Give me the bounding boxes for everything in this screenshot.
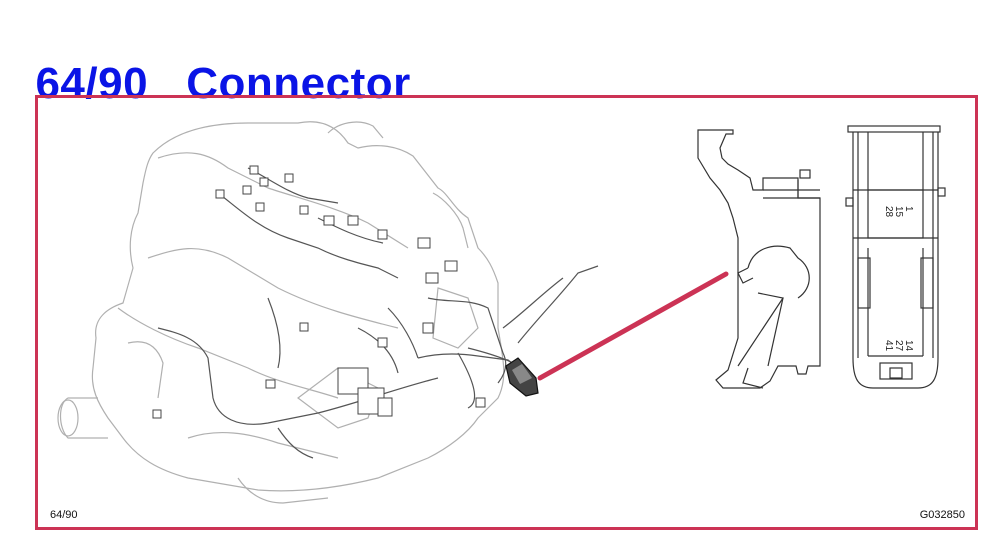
page-title: 64/90 Connector xyxy=(10,6,411,110)
connector-code: 64/90 xyxy=(35,59,149,108)
pin-label-15: 15 xyxy=(893,206,904,218)
diagram-caption-left: 64/90 xyxy=(50,509,78,521)
pin-label-27: 27 xyxy=(893,340,904,352)
pin-label-41: 41 xyxy=(883,340,894,352)
connector-label: Connector xyxy=(186,59,411,108)
engine-diagram: 1 15 28 14 27 41 xyxy=(57,121,946,504)
pin-labels: 1 15 28 14 27 41 xyxy=(883,206,914,352)
wiring-harness xyxy=(157,167,599,459)
pin-label-28: 28 xyxy=(883,206,894,218)
connector-front-view xyxy=(845,125,946,389)
pin-label-14: 14 xyxy=(903,340,914,352)
diagram-caption-right: G032850 xyxy=(919,509,965,521)
pointer-line xyxy=(537,271,729,381)
engine-block-outline xyxy=(57,121,505,504)
connector-side-view xyxy=(697,129,821,389)
highlighted-connector xyxy=(505,357,539,397)
pin-label-1: 1 xyxy=(903,206,914,212)
diagram-frame: 1 15 28 14 27 41 64/90 G032850 xyxy=(35,95,978,530)
harness-plugs xyxy=(152,165,486,419)
